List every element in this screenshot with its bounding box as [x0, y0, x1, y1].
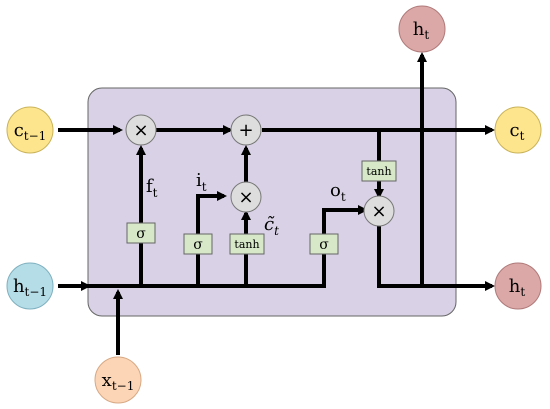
h-next-right-node: ht [494, 262, 542, 310]
svg-text:×: × [371, 201, 386, 222]
svg-text:×: × [133, 120, 148, 141]
c-next-node: ct [494, 106, 542, 154]
lstm-cell-box [87, 87, 457, 317]
output-multiply-op: × [363, 195, 395, 227]
c-prev-node: ct−1 [6, 106, 54, 154]
x-input-node: xt−1 [94, 356, 142, 404]
cell-add-op: + [230, 114, 262, 146]
forget-gate-sigma: σ [126, 222, 156, 244]
forget-label: ft [146, 176, 158, 200]
h-prev-node: ht−1 [6, 262, 54, 310]
svg-text:σ: σ [193, 237, 203, 253]
h-next-top-node: ht [398, 5, 446, 53]
forget-multiply-op: × [125, 114, 157, 146]
output-label: ot [330, 180, 346, 204]
svg-text:σ: σ [319, 237, 329, 253]
h-out-right-arrow [377, 226, 495, 291]
candidate-label: c̃t [264, 214, 279, 238]
svg-text:σ: σ [136, 226, 146, 242]
input-arrow [196, 191, 227, 286]
svg-text:+: + [238, 120, 253, 141]
svg-text:tanh: tanh [234, 238, 259, 251]
svg-text:ct: ct [510, 120, 525, 143]
cell-tanh-gate: tanh [361, 160, 397, 182]
candidate-gate-tanh: tanh [229, 233, 265, 255]
input-multiply-op: × [230, 181, 262, 213]
svg-text:ht−1: ht−1 [13, 276, 47, 299]
svg-text:tanh: tanh [366, 165, 391, 178]
output-gate-sigma: σ [309, 233, 339, 255]
svg-text:×: × [238, 187, 253, 208]
svg-text:ht: ht [509, 276, 526, 299]
input-label: it [196, 170, 207, 194]
svg-text:ht: ht [413, 19, 430, 42]
svg-text:ct−1: ct−1 [14, 120, 47, 143]
svg-text:xt−1: xt−1 [102, 370, 135, 393]
input-gate-sigma: σ [183, 233, 213, 255]
